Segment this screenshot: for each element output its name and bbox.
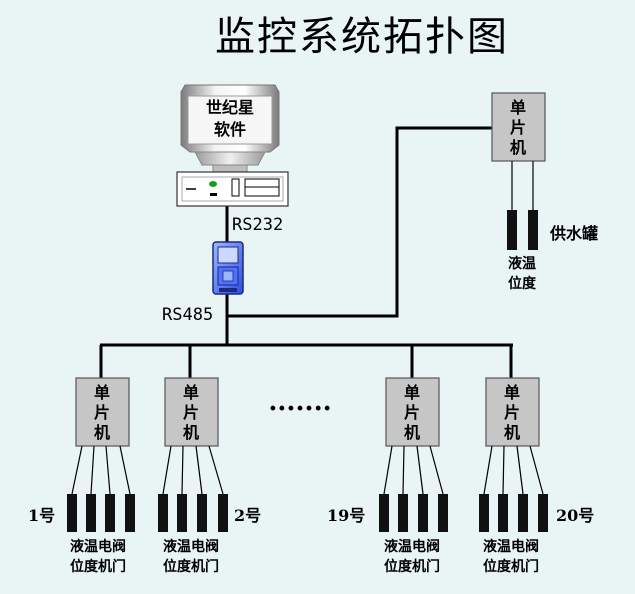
level-sensor-icon — [507, 210, 517, 250]
mcu-label-char1: 单 — [94, 383, 110, 402]
station-sensor-groups — [67, 445, 548, 532]
mcu-label-char3: 机 — [504, 423, 520, 442]
station-20-label: 20号 — [556, 506, 594, 525]
sensor-group-station-1 — [67, 445, 135, 532]
monitor-screen — [187, 95, 273, 145]
sensor-icon — [398, 494, 408, 532]
monitor-label-line1: 世纪星 — [206, 98, 254, 117]
station-2-sensor-line2: 位度机门 — [163, 558, 219, 575]
station-19-sensor-line1: 液温电阀 — [384, 538, 440, 555]
sensor-icon — [67, 494, 77, 532]
sensor-wire — [208, 445, 224, 495]
mcu-label-char2: 片 — [404, 403, 420, 422]
sensor-group-station-20 — [479, 445, 548, 532]
supply-tank-sensor-line1: 液温 — [508, 255, 536, 272]
sensor-wire — [119, 445, 131, 495]
sensor-wire — [516, 445, 524, 495]
mcu-label-char2: 片 — [504, 403, 520, 422]
sensor-wire — [181, 445, 184, 495]
sensor-wire — [162, 445, 172, 495]
mcu-label-char1: 单 — [183, 383, 199, 402]
sensor-wire — [383, 445, 393, 495]
power-led-icon — [209, 181, 217, 187]
mcu-label-char3: 机 — [404, 423, 420, 442]
mcu-supply-tank: 单 片 机 — [491, 92, 546, 162]
network-wiring — [99, 126, 513, 378]
station-20-sensor-line2: 位度机门 — [483, 558, 539, 575]
sensor-wire — [402, 445, 405, 495]
sensor-wire — [502, 445, 505, 495]
sensor-icon — [379, 494, 389, 532]
sensor-icon — [498, 494, 508, 532]
sensor-icon — [158, 494, 168, 532]
sensor-group-station-2 — [158, 445, 228, 532]
sensor-wire — [416, 445, 424, 495]
sensor-wire — [71, 445, 83, 495]
station-19-sensor-line2: 位度机门 — [384, 558, 440, 575]
station-1-label: 1号 — [28, 506, 55, 525]
mcu-label-char3: 机 — [510, 138, 526, 157]
sensor-icon — [125, 494, 135, 532]
sensor-icon — [197, 494, 207, 532]
mcu-station-2: 单 片 机 — [164, 377, 219, 447]
sensor-wire — [529, 445, 544, 495]
supply-tank-sensors — [507, 161, 538, 250]
mcu-label-char3: 机 — [183, 423, 199, 442]
sensor-group-station-19 — [379, 445, 448, 532]
station-mcus: 单 片 机 单 片 机 单 片 机 单 片 机 — [75, 377, 540, 447]
mcu-label-char2: 片 — [94, 403, 110, 422]
more-stations-ellipsis: ······· — [268, 394, 331, 424]
sensor-icon — [218, 494, 228, 532]
mcu-label-char2: 片 — [510, 118, 526, 137]
station-19-label: 19号 — [327, 506, 365, 525]
supply-tank-sensor-line2: 位度 — [508, 275, 537, 292]
mcu-station-1: 单 片 机 — [75, 377, 130, 447]
rs232-label: RS232 — [232, 215, 283, 235]
station-2-sensor-line1: 液温电阀 — [163, 538, 219, 555]
mcu-label-char3: 机 — [94, 423, 110, 442]
rs232-rs485-converter — [212, 241, 244, 295]
mcu-station-20: 单 片 机 — [485, 377, 540, 447]
sensor-icon — [418, 494, 428, 532]
station-1-sensor-line1: 液温电阀 — [70, 538, 126, 555]
mcu-station-19: 单 片 机 — [385, 377, 440, 447]
station-1-sensor-line2: 位度机门 — [70, 558, 126, 575]
sensor-wire — [429, 445, 444, 495]
sensor-icon — [518, 494, 528, 532]
monitor-computer: 世纪星 软件 — [176, 84, 289, 207]
mcu-label-char1: 单 — [510, 98, 526, 117]
sensor-icon — [438, 494, 448, 532]
station-20-sensor-line1: 液温电阀 — [483, 538, 539, 555]
station-2-label: 2号 — [234, 506, 261, 525]
monitor-label-line2: 软件 — [214, 120, 246, 139]
sensor-icon — [479, 494, 489, 532]
sensor-wire — [90, 445, 95, 495]
supply-tank-label: 供水罐 — [549, 224, 598, 243]
rs485-label: RS485 — [162, 305, 213, 325]
mcu-label-char2: 片 — [183, 403, 199, 422]
sensor-icon — [177, 494, 187, 532]
sensor-wire — [195, 445, 203, 495]
mcu-label-char1: 单 — [504, 383, 520, 402]
mcu-label-char1: 单 — [404, 383, 420, 402]
sensor-wire — [105, 445, 111, 495]
sensor-icon — [86, 494, 96, 532]
diagram-title: 监控系统拓扑图 — [215, 14, 509, 60]
sensor-icon — [105, 494, 115, 532]
temperature-sensor-icon — [528, 210, 538, 250]
sensor-icon — [538, 494, 548, 532]
sensor-wire — [483, 445, 493, 495]
